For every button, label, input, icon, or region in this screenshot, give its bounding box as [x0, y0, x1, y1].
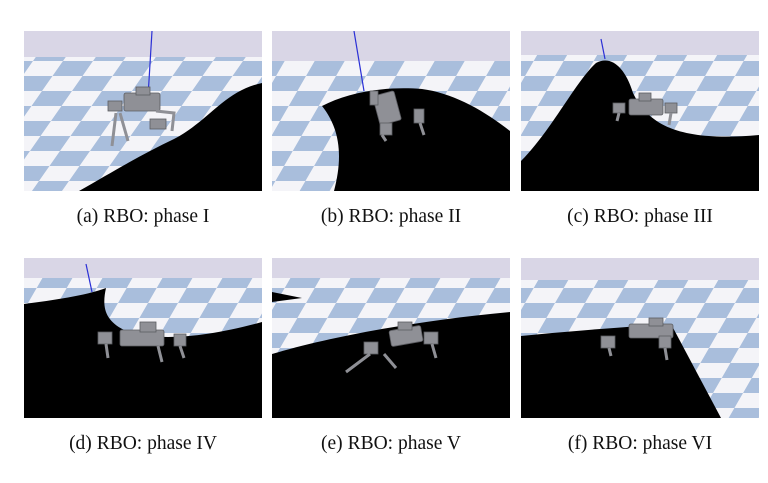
caption-label: RBO: phase VI — [592, 433, 713, 454]
sky — [24, 258, 262, 278]
dark-terrain — [272, 312, 510, 418]
panel-f: (f) RBO: phase VI — [521, 258, 759, 454]
caption-b: (b) RBO: phase II — [266, 206, 516, 228]
panel-b: (b) RBO: phase II — [272, 31, 510, 227]
caption-f: (f) RBO: phase VI — [515, 433, 765, 455]
caption-a: (a) RBO: phase I — [18, 206, 268, 228]
caption-e: (e) RBO: phase V — [266, 433, 516, 455]
dark-terrain — [322, 88, 510, 191]
simulation-render-f — [521, 258, 759, 418]
caption-letter: (a) — [76, 206, 99, 227]
panel-e: (e) RBO: phase V — [272, 258, 510, 454]
dark-terrain — [24, 288, 262, 418]
robot — [97, 321, 187, 363]
robot — [107, 86, 176, 147]
panel-c: (c) RBO: phase III — [521, 31, 759, 227]
caption-label: RBO: phase IV — [96, 433, 217, 454]
caption-letter: (f) — [567, 433, 588, 454]
caption-label: RBO: phase III — [593, 206, 713, 227]
axis-line — [600, 38, 606, 60]
dark-terrain — [79, 83, 262, 191]
robot — [345, 321, 439, 374]
caption-label: RBO: phase I — [103, 206, 210, 227]
caption-letter: (e) — [321, 433, 343, 454]
axis-line — [353, 31, 365, 92]
panel-a: (a) RBO: phase I — [24, 31, 262, 227]
simulation-render-c — [521, 31, 759, 191]
caption-label: RBO: phase II — [348, 206, 462, 227]
simulation-render-d — [24, 258, 262, 418]
caption-letter: (d) — [69, 433, 92, 454]
robot — [369, 90, 426, 142]
caption-d: (d) RBO: phase IV — [18, 433, 268, 455]
simulation-render-a — [24, 31, 262, 191]
sky — [521, 31, 759, 55]
caption-label: RBO: phase V — [347, 433, 461, 454]
dark-terrain-small — [272, 292, 302, 302]
caption-c: (c) RBO: phase III — [515, 206, 765, 228]
sky — [272, 31, 510, 61]
robot — [600, 317, 674, 361]
axis-line — [147, 31, 153, 98]
sky — [24, 31, 262, 57]
axis-line — [85, 263, 93, 293]
simulation-render-e — [272, 258, 510, 418]
robot — [612, 92, 678, 126]
sky — [272, 258, 510, 278]
simulation-render-b — [272, 31, 510, 191]
caption-letter: (c) — [567, 206, 589, 227]
dark-terrain — [521, 60, 759, 191]
caption-letter: (b) — [320, 206, 344, 227]
sky — [521, 258, 759, 280]
panel-d: (d) RBO: phase IV — [24, 258, 262, 454]
